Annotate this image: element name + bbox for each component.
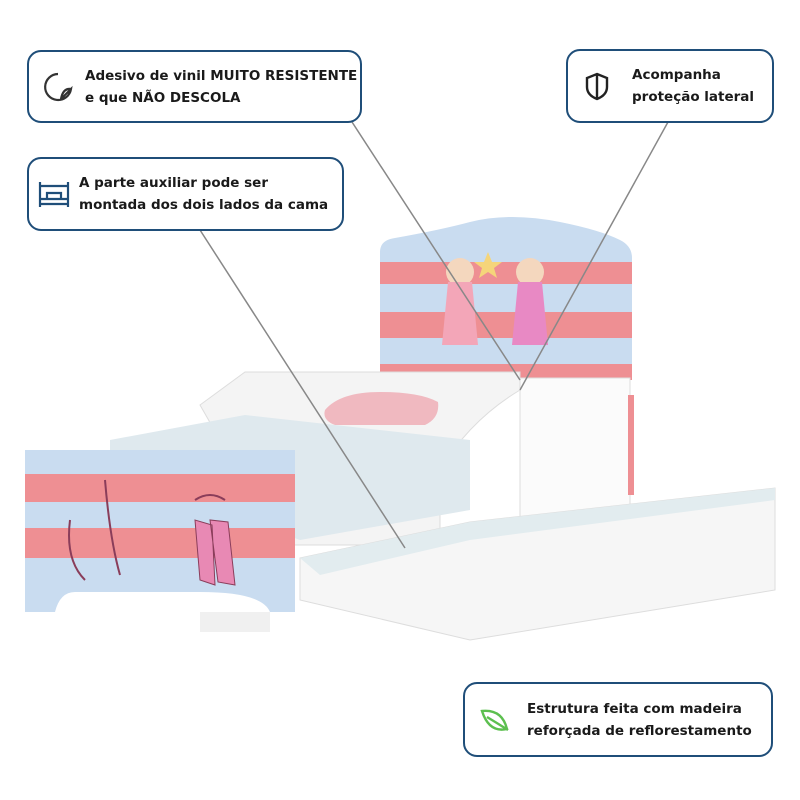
callout-text-line1: Estrutura feita com madeira (527, 700, 742, 717)
callout-text-line2: e que NÃO DESCOLA (85, 89, 241, 106)
sticker-icon (44, 72, 73, 101)
callout-wood-structure: Estrutura feita com madeira reforçada de … (463, 682, 773, 757)
callout-text-line2: reforçada de reflorestamento (527, 722, 752, 739)
callout-text-line1: Acompanha (632, 67, 721, 83)
headboard (380, 217, 632, 380)
callout-vinyl-sticker: Adesivo de vinil MUITO RESISTENTE e que N… (27, 50, 362, 123)
callout-text-line1: Adesivo de vinil MUITO RESISTENTE (85, 67, 358, 84)
callout-trundle: A parte auxiliar pode ser montada dos doi… (27, 157, 344, 231)
shield-icon (585, 72, 609, 101)
footboard (25, 450, 295, 612)
callout-side-protection: Acompanha proteção lateral (566, 49, 774, 123)
pillow (324, 392, 439, 425)
leaf-icon (480, 709, 509, 731)
callout-text-line2: proteção lateral (632, 89, 755, 105)
callout-text-line2: montada dos dois lados da cama (79, 197, 329, 213)
bed-icon (38, 182, 70, 207)
callout-text-line1: A parte auxiliar pode ser (79, 175, 268, 191)
